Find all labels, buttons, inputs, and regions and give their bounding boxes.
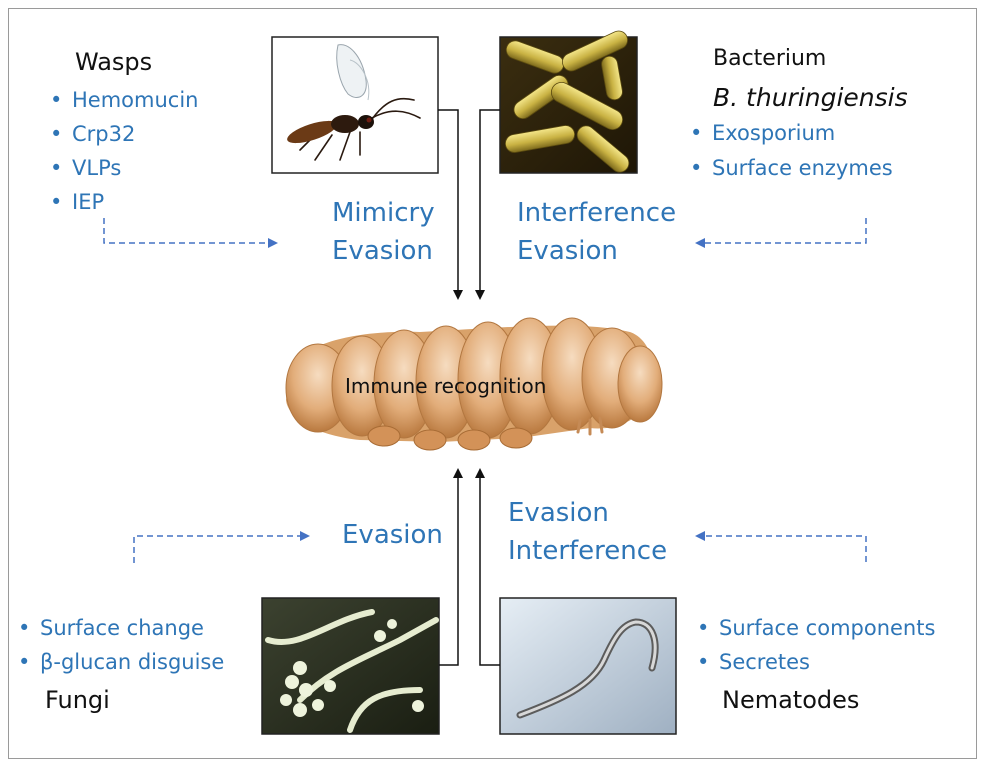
- bacterium-connector-arrow: [475, 109, 500, 300]
- bacterium-mechanism-evasion: Evasion: [517, 236, 618, 266]
- fungi-title: Fungi: [45, 686, 110, 714]
- wasps-title: Wasps: [75, 48, 153, 76]
- nematodes-item-secretes: •Secretes: [697, 650, 810, 674]
- fungi-item-beta-glucan: •β-glucan disguise: [18, 650, 225, 674]
- nematode-dashed-arrow: [695, 531, 867, 562]
- wasps-item-iep: •IEP: [50, 190, 105, 214]
- nematodes-title: Nematodes: [722, 686, 860, 714]
- wasp-dashed-arrow: [103, 218, 278, 248]
- fungi-mechanism-evasion: Evasion: [342, 520, 443, 550]
- nematodes-mechanism-evasion: Evasion: [508, 498, 609, 528]
- figure-frame: [8, 8, 977, 759]
- bacterium-dashed-arrow: [695, 218, 867, 248]
- fungi-item-surface-change: •Surface change: [18, 616, 204, 640]
- nematodes-item-surface-components: •Surface components: [697, 616, 936, 640]
- wasp-connector-arrow: [438, 109, 463, 300]
- bacterium-item-surface-enzymes: •Surface enzymes: [690, 156, 893, 180]
- fungi-connector-arrow: [439, 468, 463, 666]
- wasps-item-crp32: •Crp32: [50, 122, 136, 146]
- bacterium-photo: [499, 30, 638, 174]
- caterpillar-image: [285, 317, 663, 451]
- bacterium-title: Bacterium: [713, 46, 827, 71]
- wasp-photo: [271, 36, 439, 174]
- nematodes-mechanism-interference: Interference: [508, 536, 668, 566]
- bacterium-item-exosporium: •Exosporium: [690, 121, 836, 145]
- wasps-mechanism-evasion: Evasion: [332, 236, 433, 266]
- wasps-item-vlps: •VLPs: [50, 156, 122, 180]
- bacterium-mechanism-interference: Interference: [517, 198, 677, 228]
- bacterium-species: B. thuringiensis: [713, 83, 908, 112]
- nematode-connector-arrow: [475, 468, 500, 666]
- fungi-photo: [261, 597, 440, 735]
- wasps-mechanism-mimicry: Mimicry: [332, 198, 435, 228]
- immune-recognition-label: Immune recognition: [345, 374, 547, 398]
- nematode-photo: [499, 597, 677, 735]
- fungi-dashed-arrow: [133, 531, 310, 563]
- wasps-item-hemomucin: •Hemomucin: [50, 88, 199, 112]
